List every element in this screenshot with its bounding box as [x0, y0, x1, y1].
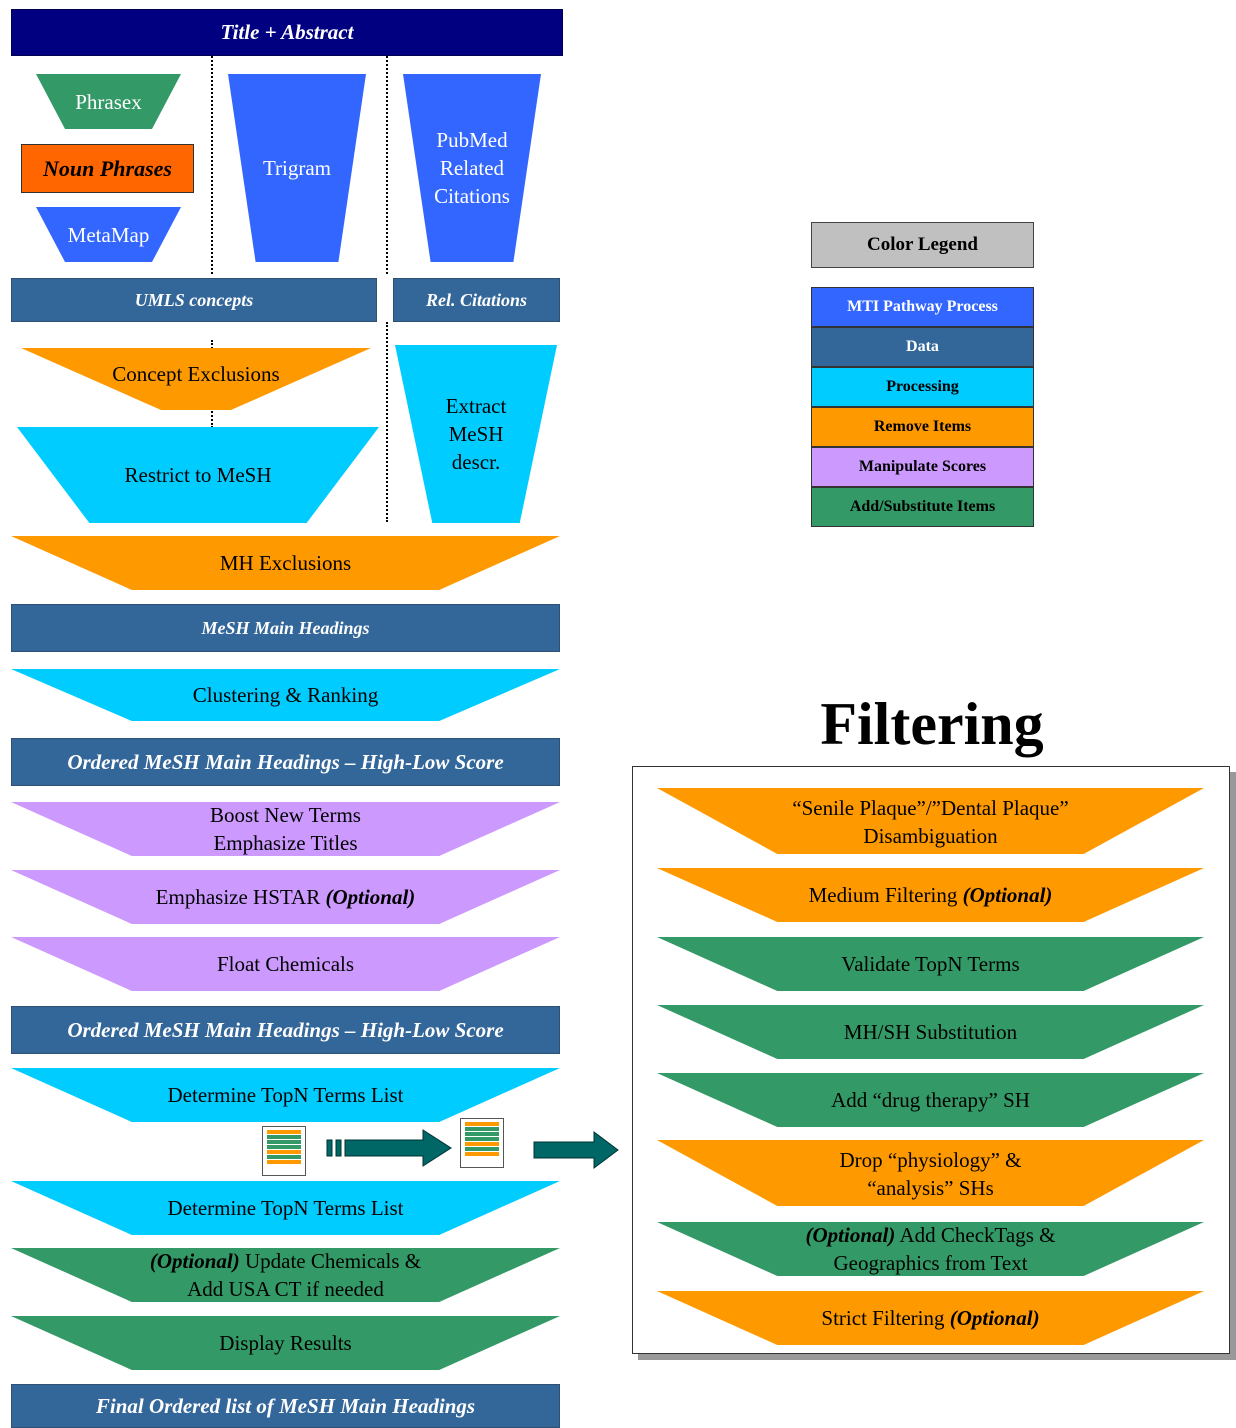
- checktags-optional-label: (Optional): [805, 1223, 896, 1247]
- separator-line-2: [386, 56, 388, 274]
- boost-terms-shape: Boost New Terms Emphasize Titles: [11, 802, 560, 856]
- separator-line-4: [386, 322, 388, 522]
- rel-citations-box: Rel. Citations: [393, 278, 560, 322]
- emphasize-hstar-shape: Emphasize HSTAR (Optional): [11, 870, 560, 924]
- float-chemicals-shape: Float Chemicals: [11, 937, 560, 991]
- determine-topn-label-2: Determine TopN Terms List: [167, 1196, 404, 1220]
- pubmed-shape: PubMed Related Citations: [403, 74, 541, 262]
- mh-exclusions-shape: MH Exclusions: [11, 536, 560, 590]
- senile-plaque-label: “Senile Plaque”/”Dental Plaque”: [792, 796, 1069, 820]
- legend-item-pathway: MTI Pathway Process: [811, 287, 1034, 327]
- drug-therapy-label: Add “drug therapy” SH: [831, 1088, 1030, 1112]
- final-ordered-list-label: Final Ordered list of MeSH Main Headings: [95, 1393, 476, 1418]
- clustering-ranking-shape: Clustering & Ranking: [11, 669, 560, 721]
- ordered-mesh-box-2: Ordered MeSH Main Headings – High-Low Sc…: [11, 1006, 560, 1054]
- emphasize-hstar-label: Emphasize HSTAR: [155, 885, 321, 909]
- arrow-to-filtering-panel: [533, 1131, 619, 1169]
- display-results-label: Display Results: [219, 1331, 352, 1355]
- mesh-main-headings-box: MeSH Main Headings: [11, 604, 560, 652]
- strict-optional-label: (Optional): [949, 1306, 1040, 1330]
- legend-label-remove: Remove Items: [873, 418, 972, 435]
- drug-therapy-shape: Add “drug therapy” SH: [657, 1073, 1204, 1127]
- filtering-heading: Filtering: [820, 691, 1044, 757]
- strict-filtering-label: Strict Filtering: [821, 1306, 945, 1330]
- geographics-label: Geographics from Text: [833, 1251, 1028, 1275]
- trigram-label: Trigram: [262, 156, 332, 180]
- update-chemicals-shape: (Optional) Update Chemicals & Add USA CT…: [11, 1248, 560, 1302]
- update-chemicals-label: Update Chemicals &: [244, 1249, 422, 1273]
- legend-item-remove: Remove Items: [811, 407, 1034, 447]
- metamap-shape: MetaMap: [36, 207, 181, 262]
- mini-pipeline-thumbnail-2: [460, 1118, 504, 1168]
- ordered-mesh-label-1: Ordered MeSH Main Headings – High-Low Sc…: [67, 749, 504, 774]
- mh-sh-substitution-label: MH/SH Substitution: [843, 1020, 1018, 1044]
- rel-citations-label: Rel. Citations: [425, 289, 528, 310]
- noun-phrases-label: Noun Phrases: [43, 155, 172, 181]
- mh-exclusions-label: MH Exclusions: [219, 551, 352, 575]
- extract-mesh-label: Extract MeSH descr.: [445, 394, 507, 474]
- disambiguation-label: Disambiguation: [863, 824, 998, 848]
- legend-label-add: Add/Substitute Items: [849, 498, 996, 515]
- checktags-label: Add CheckTags &: [899, 1223, 1056, 1247]
- mesh-main-headings-label: MeSH Main Headings: [201, 617, 370, 638]
- metamap-label: MetaMap: [67, 222, 150, 247]
- float-chemicals-label: Float Chemicals: [216, 952, 355, 976]
- determine-topn-shape-2: Determine TopN Terms List: [11, 1181, 560, 1235]
- title-abstract-box: Title + Abstract: [11, 9, 563, 56]
- emphasize-titles-label: Emphasize Titles: [213, 831, 358, 855]
- restrict-mesh-shape: Restrict to MeSH: [17, 427, 379, 523]
- legend-label-data: Data: [906, 338, 939, 355]
- phrasex-shape: Phrasex: [36, 74, 181, 129]
- legend-item-manipulate: Manipulate Scores: [811, 447, 1034, 487]
- arrow-to-filtering-thumbnail: [326, 1129, 452, 1167]
- display-results-shape: Display Results: [11, 1316, 560, 1370]
- clustering-ranking-label: Clustering & Ranking: [192, 683, 379, 707]
- medium-filtering-label: Medium Filtering: [808, 883, 958, 907]
- legend-label-pathway: MTI Pathway Process: [847, 298, 998, 315]
- pubmed-label: PubMed Related Citations: [434, 128, 510, 208]
- boost-new-terms-label: Boost New Terms: [210, 803, 361, 827]
- legend-label-processing: Processing: [886, 378, 959, 395]
- analysis-shs-label: “analysis” SHs: [867, 1176, 994, 1200]
- determine-topn-label-1: Determine TopN Terms List: [167, 1083, 404, 1107]
- legend-title: Color Legend: [811, 222, 1034, 268]
- legend-item-processing: Processing: [811, 367, 1034, 407]
- title-abstract-label: Title + Abstract: [220, 20, 354, 44]
- determine-topn-shape-1: Determine TopN Terms List: [11, 1068, 560, 1122]
- trigram-shape: Trigram: [228, 74, 366, 262]
- ordered-mesh-label-2: Ordered MeSH Main Headings – High-Low Sc…: [67, 1017, 504, 1042]
- validate-topn-label: Validate TopN Terms: [841, 952, 1020, 976]
- mini-pipeline-thumbnail-1: [262, 1126, 306, 1176]
- legend-label-manipulate: Manipulate Scores: [858, 458, 987, 475]
- phrasex-label: Phrasex: [75, 89, 142, 114]
- noun-phrases-box: Noun Phrases: [21, 144, 194, 193]
- add-usa-ct-label: Add USA CT if needed: [187, 1277, 384, 1301]
- extract-mesh-shape: Extract MeSH descr.: [395, 345, 557, 523]
- umls-concepts-box: UMLS concepts: [11, 278, 377, 322]
- concept-exclusions-label: Concept Exclusions: [112, 362, 280, 386]
- final-ordered-list-box: Final Ordered list of MeSH Main Headings: [11, 1384, 560, 1428]
- umls-concepts-label: UMLS concepts: [134, 289, 254, 310]
- medium-optional-label: (Optional): [962, 883, 1053, 907]
- legend-item-data: Data: [811, 327, 1034, 367]
- legend-item-add: Add/Substitute Items: [811, 487, 1034, 527]
- drop-physiology-label: Drop “physiology” &: [839, 1148, 1022, 1172]
- separator-line-1: [211, 56, 213, 274]
- hstar-optional-label: (Optional): [325, 885, 416, 909]
- restrict-mesh-label: Restrict to MeSH: [124, 463, 272, 487]
- legend-title-label: Color Legend: [866, 234, 978, 255]
- concept-exclusions-shape: Concept Exclusions: [21, 348, 371, 410]
- update-optional-label: (Optional): [149, 1249, 240, 1273]
- ordered-mesh-box-1: Ordered MeSH Main Headings – High-Low Sc…: [11, 738, 560, 786]
